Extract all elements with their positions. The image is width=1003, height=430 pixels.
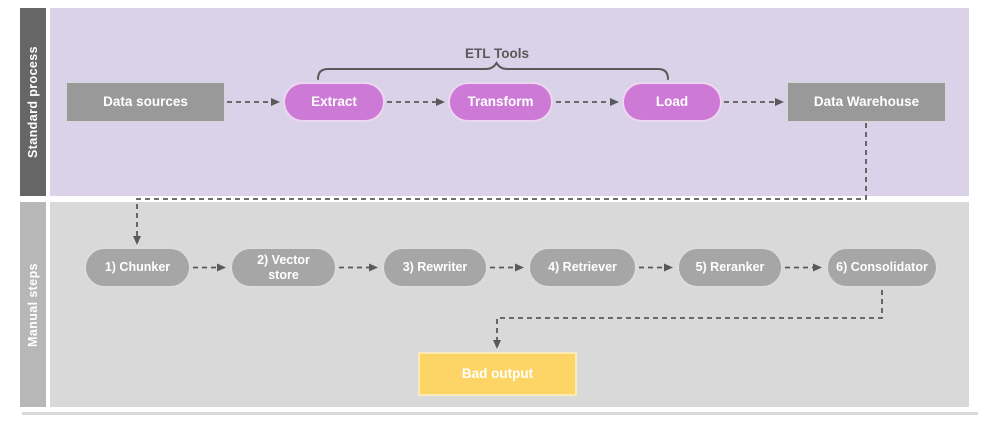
node-label: 1) Chunker (104, 260, 171, 274)
node-data-warehouse: Data Warehouse (787, 82, 946, 122)
node-label: Data Warehouse (813, 93, 920, 109)
node-label: 3) Rewriter (402, 260, 468, 274)
node-consolidator: 6) Consolidator (826, 247, 938, 288)
lane-label-standard-process: Standard process (26, 46, 40, 158)
lane-label-manual-steps: Manual steps (26, 262, 40, 347)
node-label: Bad output (461, 365, 534, 381)
node-label: 2) Vector store (257, 252, 310, 282)
node-label: Extract (311, 93, 357, 109)
node-rewriter: 3) Rewriter (382, 247, 488, 288)
node-vector-store: 2) Vector store (230, 247, 337, 288)
node-extract: Extract (283, 82, 385, 122)
node-label: Transform (467, 93, 534, 109)
bottom-divider-line (22, 412, 978, 415)
lane-bar-manual-steps: Manual steps (20, 202, 46, 407)
node-label: 6) Consolidator (836, 260, 928, 274)
node-chunker: 1) Chunker (84, 247, 191, 288)
node-transform: Transform (448, 82, 553, 122)
node-load: Load (622, 82, 722, 122)
node-label: Data sources (103, 93, 188, 109)
node-bad-output: Bad output (418, 352, 577, 396)
node-label: 5) Reranker (695, 260, 765, 274)
lane-bar-standard-process: Standard process (20, 8, 46, 196)
node-retriever: 4) Retriever (528, 247, 637, 288)
node-reranker: 5) Reranker (677, 247, 783, 288)
node-label: Load (655, 93, 689, 109)
etl-tools-label: ETL Tools (465, 46, 529, 61)
node-label: 4) Retriever (548, 260, 617, 274)
node-data-sources: Data sources (66, 82, 225, 122)
